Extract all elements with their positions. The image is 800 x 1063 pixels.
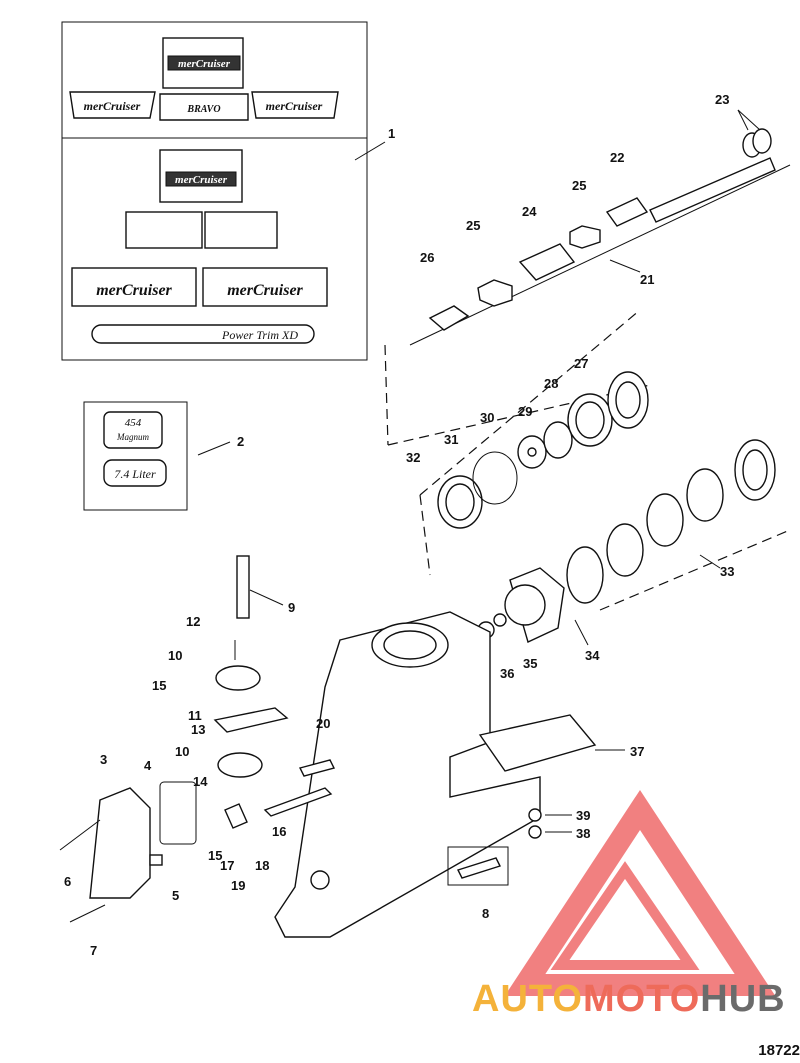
callout-29: 29 — [518, 404, 532, 419]
liter-decal: 7.4 Liter — [114, 467, 156, 481]
callout-32: 32 — [406, 450, 420, 465]
drive-housing — [274, 611, 541, 938]
callout-9: 9 — [288, 600, 295, 615]
leader-lines — [197, 109, 761, 833]
brand-decal-left: merCruiser — [84, 99, 141, 113]
callout-15b: 15 — [208, 848, 222, 863]
callout-17: 17 — [220, 858, 234, 873]
callout-28: 28 — [544, 376, 558, 391]
callout-numbers: 1 2 3 4 5 6 7 8 9 10 10 11 12 13 14 15 1… — [64, 92, 734, 958]
callout-38: 38 — [576, 826, 590, 841]
callout-37: 37 — [630, 744, 644, 759]
driveshaft-assembly — [409, 128, 791, 346]
wordmark-moto: MOTO — [582, 978, 701, 1020]
callout-6: 6 — [64, 874, 71, 889]
callout-15a: 15 — [152, 678, 166, 693]
callout-21: 21 — [640, 272, 654, 287]
callout-12: 12 — [186, 614, 200, 629]
magnum-decal-number: 454 — [125, 417, 142, 429]
callout-31: 31 — [444, 432, 458, 447]
callout-8: 8 — [482, 906, 489, 921]
callout-13: 13 — [191, 722, 205, 737]
callout-34: 34 — [585, 648, 600, 663]
callout-24: 24 — [522, 204, 537, 219]
brand-decal-side-right: merCruiser — [227, 282, 303, 299]
logo-triangle-outer — [504, 789, 776, 996]
callout-14: 14 — [193, 774, 208, 789]
callout-10b: 10 — [175, 744, 189, 759]
logo-triangle-inner — [550, 861, 700, 970]
callout-26: 26 — [420, 250, 434, 265]
callout-7: 7 — [90, 943, 97, 958]
wordmark-auto: AUTO — [472, 978, 583, 1020]
power-trim-decal: Power Trim XD — [221, 328, 298, 342]
decal-kit-box: merCruiser merCruiser BRAVO merCruiser m… — [61, 21, 368, 361]
callout-36: 36 — [500, 666, 514, 681]
small-parts — [59, 555, 597, 923]
callout-39: 39 — [576, 808, 590, 823]
callout-30: 30 — [480, 410, 494, 425]
callout-25b: 25 — [466, 218, 480, 233]
callout-27: 27 — [574, 356, 588, 371]
callout-3: 3 — [100, 752, 107, 767]
model-decal-box: 454 Magnum 7.4 Liter — [83, 401, 188, 511]
wordmark-hub: HUB — [700, 978, 786, 1020]
callout-4: 4 — [144, 758, 152, 773]
callout-10a: 10 — [168, 648, 182, 663]
callout-20: 20 — [316, 716, 330, 731]
callout-33: 33 — [720, 564, 734, 579]
callout-18: 18 — [255, 858, 269, 873]
callout-25a: 25 — [572, 178, 586, 193]
brand-decal-top: merCruiser — [178, 58, 231, 70]
callout-5: 5 — [172, 888, 179, 903]
callout-35: 35 — [523, 656, 537, 671]
dashed-leader-lines — [384, 309, 791, 611]
watermark-logo — [504, 789, 776, 996]
brand-decal-cowl: merCruiser — [175, 174, 228, 186]
brand-decal-right: merCruiser — [266, 99, 323, 113]
callout-23: 23 — [715, 92, 729, 107]
callout-1: 1 — [388, 126, 395, 141]
figure-id: 18722 — [758, 1042, 800, 1059]
magnum-decal-label: Magnum — [116, 432, 149, 442]
callout-2: 2 — [237, 434, 244, 449]
callout-22: 22 — [610, 150, 624, 165]
callout-11: 11 — [188, 708, 202, 723]
brand-decal-side-left: merCruiser — [96, 282, 172, 299]
callout-16: 16 — [272, 824, 286, 839]
bravo-decal: BRAVO — [186, 104, 220, 115]
callout-19: 19 — [231, 878, 245, 893]
pinion-gear — [477, 567, 565, 643]
watermark-wordmark: AUTOMOTOHUB — [472, 980, 786, 1018]
bearing-parts — [437, 371, 776, 604]
